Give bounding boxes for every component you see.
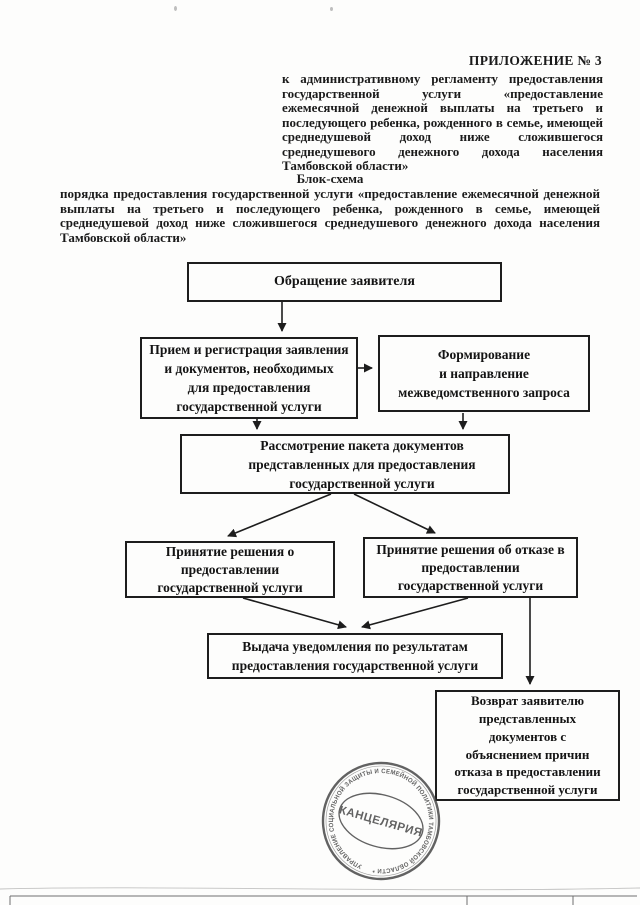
appendix-label: ПРИЛОЖЕНИЕ № 3 — [468, 53, 602, 68]
flowchart-box-applicant-request: Обращение заявителя — [187, 262, 502, 302]
chancellery-stamp: УПРАВЛЕНИЕ СОЦИАЛЬНОЙ ЗАЩИТЫ И СЕМЕЙНОЙ … — [316, 756, 446, 886]
arrow-review-to-refusal — [353, 493, 436, 534]
page-bottom-scan-lines — [0, 887, 640, 905]
flowchart-box-interagency-request: Формирование и направление межведомствен… — [378, 335, 590, 412]
flowchart-box-label: Рассмотрение пакета документов представл… — [248, 437, 476, 491]
stamp-outer-ring — [321, 761, 441, 881]
flowchart-box-decision-grant: Принятие решения о предоставлении госуда… — [125, 541, 335, 598]
flowchart-box-notification: Выдача уведомления по результатам предос… — [207, 633, 503, 679]
stamp-outer-ring-inner-line — [325, 765, 437, 877]
stamp-inner-ring — [338, 792, 424, 850]
flowchart-box-label: Прием и регистрация заявления и документ… — [149, 342, 349, 414]
flowchart-box-return-documents: Возврат заявителю представленных докумен… — [435, 690, 620, 801]
flowchart-box-decision-refusal: Принятие решения об отказе в предоставле… — [363, 537, 578, 598]
arrow-grant-to-notification — [242, 597, 347, 630]
flowchart-box-label: Принятие решения о предоставлении госуда… — [157, 543, 303, 595]
flowchart-box-label: Возврат заявителю представленных докумен… — [454, 693, 601, 798]
appendix-paragraph: к административному регламенту предостав… — [282, 71, 603, 173]
flowchart-box-label: Обращение заявителя — [274, 273, 415, 289]
flowchart-box-label: Принятие решения об отказе в предоставле… — [376, 541, 565, 593]
flowchart-box-review-documents: Рассмотрение пакета документов представл… — [180, 434, 510, 494]
scheme-title: Блок-схема — [296, 171, 364, 186]
arrow-refusal-to-notification — [361, 597, 469, 630]
scan-speck — [174, 6, 177, 11]
flowchart-box-reception-registration: Прием и регистрация заявления и документ… — [140, 337, 358, 419]
scan-speck — [330, 7, 333, 11]
arrow-review-to-grant — [227, 493, 332, 538]
flowchart-box-label: Формирование и направление межведомствен… — [398, 347, 570, 400]
scheme-subtitle: порядка предоставления государственной у… — [60, 186, 600, 245]
flowchart-box-label: Выдача уведомления по результатам предос… — [231, 639, 479, 673]
